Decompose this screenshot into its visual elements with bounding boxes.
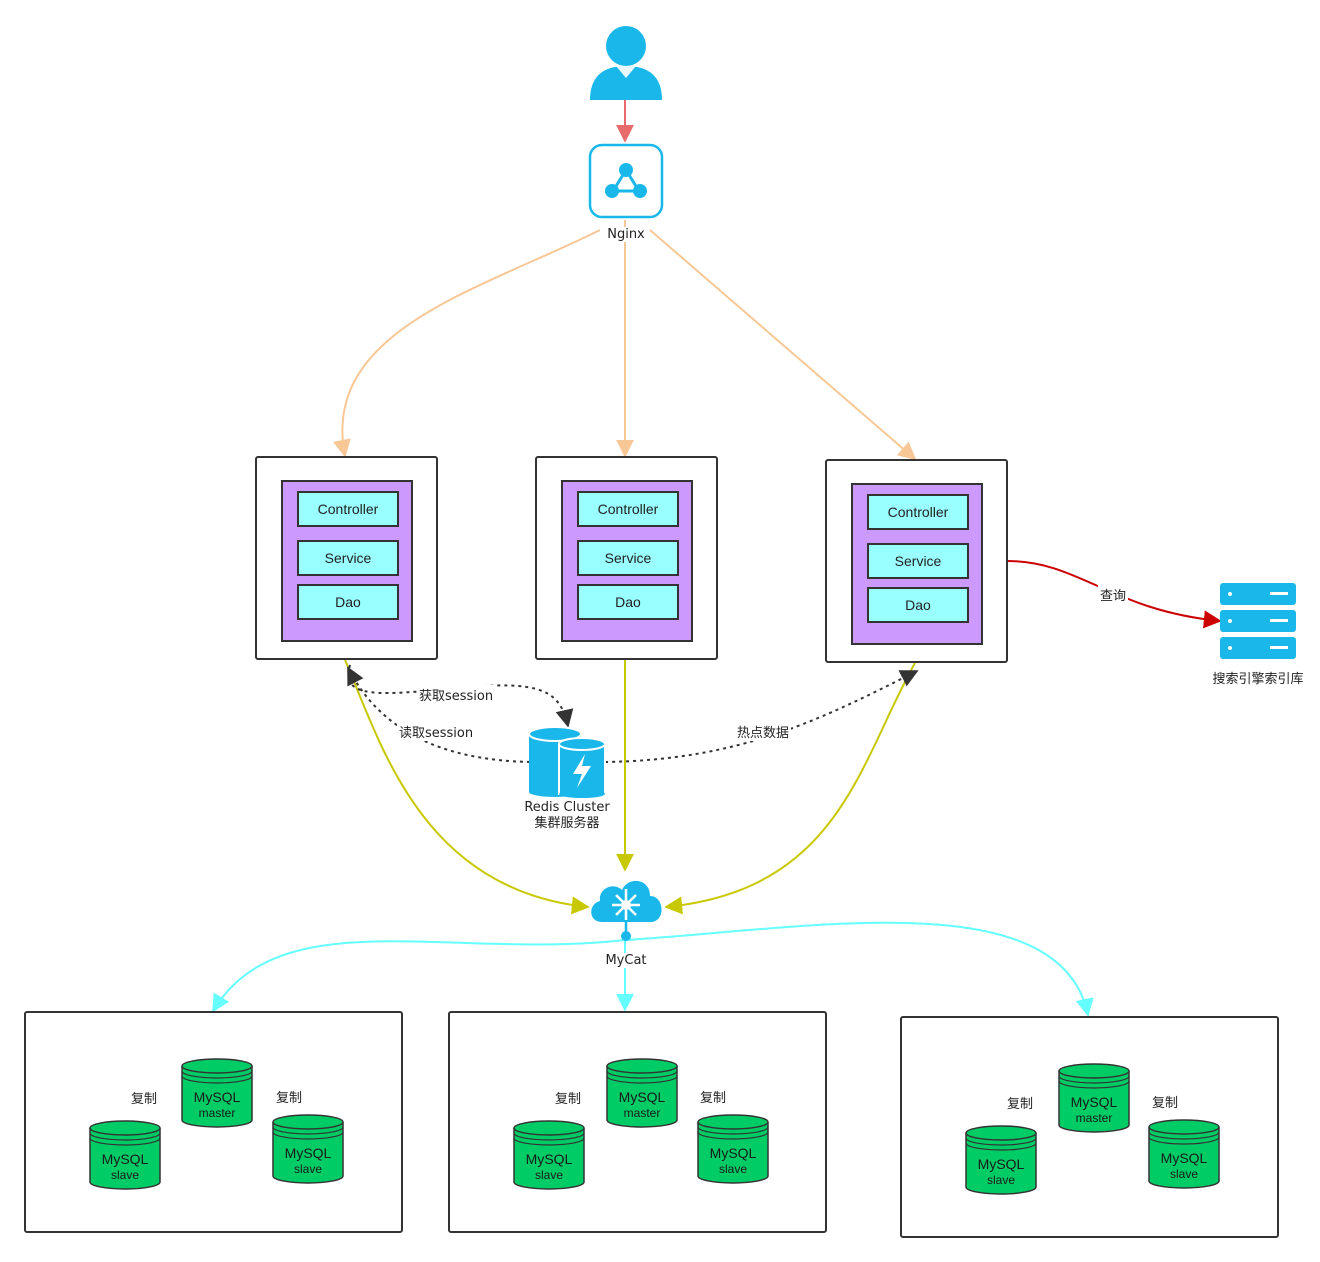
edge-read-session	[347, 666, 531, 763]
db-role-text: slave	[1169, 1167, 1198, 1181]
app-server-2: Controller Service Dao	[535, 456, 718, 660]
db-engine-text: MySQL	[709, 1145, 757, 1161]
mysql-slave-cylinder	[1148, 1119, 1220, 1189]
db-role-text: slave	[110, 1168, 139, 1182]
search-engine-label: 搜索引擎索引库	[1212, 672, 1304, 687]
db-role-text: slave	[986, 1173, 1015, 1187]
cloud-hub-icon	[591, 880, 662, 941]
read-session-label: 读取session	[396, 722, 476, 741]
load-balancer-icon	[588, 143, 664, 219]
redis-label: Redis Cluster 集群服务器	[524, 800, 609, 832]
db-engine-text: MySQL	[1160, 1150, 1208, 1166]
redis-label-line1: Redis Cluster	[524, 800, 610, 815]
mycat-label: MyCat	[603, 953, 649, 968]
edge-mycat-db1	[212, 939, 626, 1013]
db-role-text: master	[623, 1106, 661, 1120]
db-engine-text: MySQL	[193, 1089, 241, 1105]
mysql-master-cylinder	[181, 1058, 253, 1128]
service-layer: Service	[867, 543, 969, 579]
server-rack-icon	[1220, 583, 1296, 659]
redis-label-line2: 集群服务器	[534, 816, 600, 831]
edge-nginx-server3	[649, 229, 917, 461]
db-engine-text: MySQL	[618, 1089, 666, 1105]
mysql-master-cylinder	[1058, 1063, 1130, 1133]
service-layer: Service	[297, 540, 399, 576]
mysql-master-cylinder	[606, 1058, 678, 1128]
controller-layer: Controller	[577, 491, 679, 527]
mysql-slave-cylinder	[697, 1114, 769, 1184]
edge-server1-mycat	[344, 659, 590, 915]
mysql-slave-cylinder	[513, 1120, 585, 1190]
app-container: Controller Service Dao	[281, 480, 413, 642]
copy-label: 复制	[1004, 1093, 1036, 1112]
db-role-text: slave	[293, 1162, 322, 1176]
copy-label: 复制	[552, 1088, 584, 1107]
db-engine-text: MySQL	[284, 1145, 332, 1161]
query-label: 查询	[1097, 585, 1129, 604]
db-engine-text: MySQL	[525, 1151, 573, 1167]
db-role-text: master	[198, 1106, 236, 1120]
db-role-text: slave	[718, 1162, 747, 1176]
copy-label: 复制	[128, 1088, 160, 1107]
service-layer: Service	[577, 540, 679, 576]
controller-layer: Controller	[297, 491, 399, 527]
copy-label: 复制	[1149, 1092, 1181, 1111]
db-engine-text: MySQL	[1070, 1094, 1118, 1110]
edge-mycat-db3	[624, 921, 1094, 1017]
mysql-slave-cylinder	[272, 1114, 344, 1184]
copy-label: 复制	[697, 1087, 729, 1106]
edge-server3-mycat	[664, 662, 916, 915]
db-role-text: slave	[534, 1168, 563, 1182]
mysql-slave-cylinder	[965, 1125, 1037, 1195]
db-role-text: master	[1075, 1111, 1113, 1125]
get-session-label: 获取session	[416, 685, 496, 704]
controller-layer: Controller	[867, 494, 969, 530]
nginx-label: Nginx	[605, 227, 647, 242]
edge-nginx-server1	[333, 229, 601, 458]
redis-icon	[528, 726, 606, 798]
app-container: Controller Service Dao	[851, 483, 983, 645]
copy-label: 复制	[273, 1087, 305, 1106]
user-icon	[590, 26, 662, 100]
dao-layer: Dao	[297, 584, 399, 620]
app-container: Controller Service Dao	[561, 480, 693, 642]
mysql-slave-cylinder	[89, 1120, 161, 1190]
dao-layer: Dao	[577, 584, 679, 620]
hot-data-label: 热点数据	[734, 722, 792, 741]
app-server-3: Controller Service Dao	[825, 459, 1008, 663]
db-engine-text: MySQL	[101, 1151, 149, 1167]
edge-hot-data	[604, 670, 919, 763]
db-engine-text: MySQL	[977, 1156, 1025, 1172]
dao-layer: Dao	[867, 587, 969, 623]
app-server-1: Controller Service Dao	[255, 456, 438, 660]
